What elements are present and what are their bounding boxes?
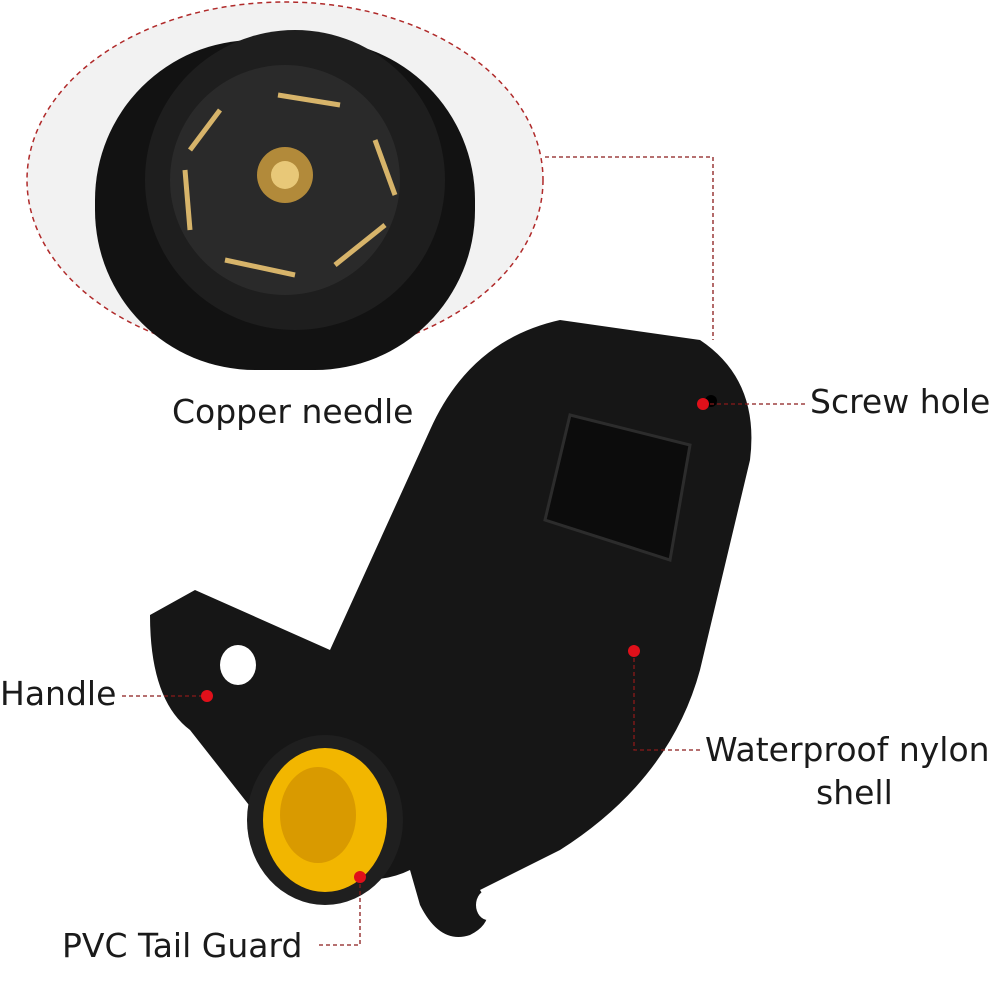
leader-lines [122,156,806,946]
shell-marker [628,645,640,657]
contact-pins [182,92,398,278]
label-screw-hole: Screw hole [810,382,991,421]
handle-marker [201,690,213,702]
connector-body [150,320,752,937]
label-shell-line1: Waterproof nylon [705,730,990,769]
label-copper-needle: Copper needle [172,392,414,431]
detail-inset [26,1,544,370]
marker-dots [201,398,709,883]
tail-guard-marker [354,871,366,883]
handle-hole [220,645,256,685]
screw-hole-marker [697,398,709,410]
label-tail-guard: PVC Tail Guard [62,926,303,965]
label-handle: Handle [0,674,117,713]
label-shell-line2: shell [816,773,893,812]
